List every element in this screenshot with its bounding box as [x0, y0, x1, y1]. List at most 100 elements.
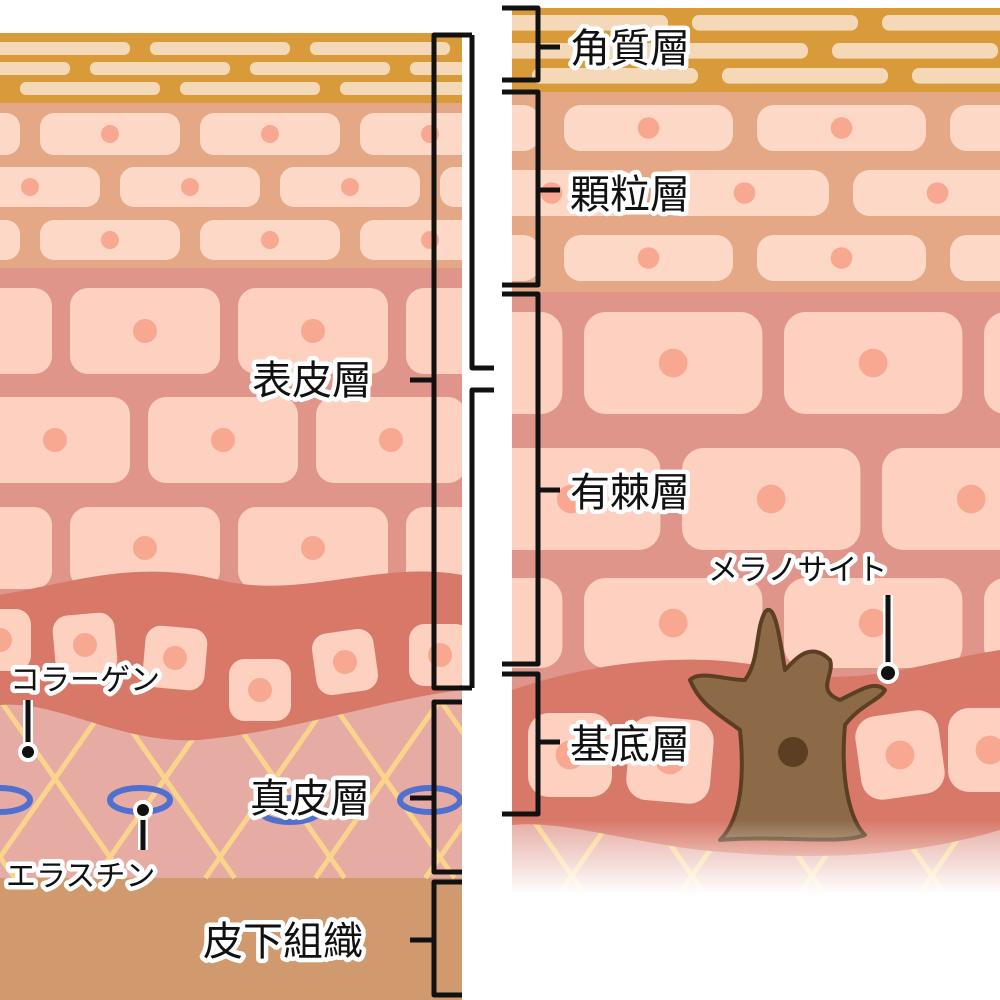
basal-cell — [948, 708, 1000, 792]
cell-nucleus — [733, 182, 756, 204]
label-stratum-granulosum: 顆粒層 — [570, 172, 690, 218]
cell-nucleus — [211, 428, 235, 452]
bracket-dermis — [431, 699, 462, 875]
collagen-fiber — [0, 698, 127, 880]
basal-cell — [142, 625, 208, 691]
cell — [0, 220, 20, 260]
corneum-cell — [642, 43, 808, 59]
cell-nucleus — [21, 178, 39, 196]
melanocyte-nucleus — [778, 737, 808, 767]
cell — [984, 578, 1000, 668]
basal-cell — [52, 612, 118, 678]
label-subcutaneous: 皮下組織 — [203, 919, 363, 965]
basal-cell — [409, 624, 462, 686]
cell-nucleus — [956, 484, 986, 514]
cell-nucleus — [101, 125, 119, 143]
cell-nucleus — [181, 178, 199, 196]
cell — [0, 609, 31, 671]
cell — [360, 220, 462, 260]
cell-nucleus — [555, 740, 585, 770]
collagen-fiber — [313, 698, 443, 880]
basal-cell — [626, 716, 714, 804]
cell-nucleus — [261, 125, 279, 143]
bracket-corneum — [502, 5, 541, 83]
cell — [984, 312, 1000, 414]
label-stratum-corneum: 角質層 — [570, 26, 690, 72]
corneum-cell — [722, 68, 888, 84]
basal-layer — [0, 571, 462, 741]
corneum-cell — [512, 15, 668, 31]
elastin-fiber — [397, 785, 462, 815]
cell-nucleus — [655, 745, 685, 775]
label-melanocyte: メラノサイト — [708, 553, 887, 588]
collagen-fiber — [203, 698, 333, 880]
basal-cell — [311, 628, 379, 696]
corneum-cell — [0, 62, 70, 75]
collagen-fiber — [0, 698, 113, 862]
cell — [853, 170, 1000, 216]
collagen-fiber — [423, 821, 462, 880]
cell-nucleus — [830, 247, 853, 269]
corneum-cell — [90, 62, 230, 75]
cell-nucleus — [301, 319, 325, 343]
cell — [950, 235, 1000, 281]
label-stratum-basale: 基底層 — [570, 722, 690, 768]
bracket-epidermis — [431, 32, 494, 691]
cell — [360, 113, 462, 155]
basal-cell — [0, 609, 31, 671]
cell-nucleus — [133, 319, 157, 343]
cell-nucleus — [379, 428, 403, 452]
cell-nucleus — [756, 484, 786, 514]
corneum-cell — [692, 15, 858, 31]
cell-nucleus — [133, 536, 157, 560]
cell-nucleus — [73, 633, 97, 657]
basal-cell — [528, 713, 612, 797]
fade-overlay — [512, 820, 1000, 895]
collagen-fiber — [437, 698, 462, 736]
skin-cross-section-left — [0, 33, 462, 1000]
corneum-cell — [20, 82, 160, 95]
cell — [0, 507, 52, 589]
cell-nucleus — [341, 178, 359, 196]
cell — [0, 288, 52, 374]
cell-nucleus — [333, 650, 357, 674]
cell — [512, 105, 540, 151]
corneum-cell — [310, 42, 450, 55]
cell-nucleus — [163, 646, 187, 670]
cell-nucleus — [261, 231, 279, 249]
corneum-cell — [882, 15, 1000, 31]
cell — [882, 448, 1000, 550]
cell-nucleus — [658, 348, 688, 378]
corneum-cell — [180, 82, 320, 95]
corneum-cell — [832, 43, 998, 59]
cell-nucleus — [637, 117, 660, 139]
cell-nucleus — [637, 247, 660, 269]
cell — [512, 448, 661, 550]
cell — [512, 170, 636, 216]
elastin-fiber — [257, 795, 323, 825]
cell-nucleus — [658, 608, 688, 638]
cell-nucleus — [101, 231, 119, 249]
corneum-cell — [0, 42, 130, 55]
corneum-cell — [912, 68, 1000, 84]
label-collagen: コラーゲン — [10, 663, 160, 698]
basal-cell — [855, 710, 945, 800]
cell-nucleus — [975, 735, 1000, 765]
cell-nucleus — [858, 348, 888, 378]
label-epidermis: 表皮層 — [252, 358, 372, 404]
elastin-fiber — [0, 785, 33, 815]
corneum-cell — [532, 68, 698, 84]
cell-nucleus — [830, 117, 853, 139]
cell — [440, 167, 462, 207]
cell — [950, 105, 1000, 151]
cell-nucleus — [301, 536, 325, 560]
brackets — [410, 5, 560, 998]
cell-nucleus — [858, 608, 888, 638]
label-stratum-spinosum: 有棘層 — [570, 470, 690, 516]
corneum-cell — [312, 15, 478, 31]
cell — [0, 113, 20, 155]
corneum-cell — [340, 82, 462, 95]
pointers — [18, 595, 899, 850]
